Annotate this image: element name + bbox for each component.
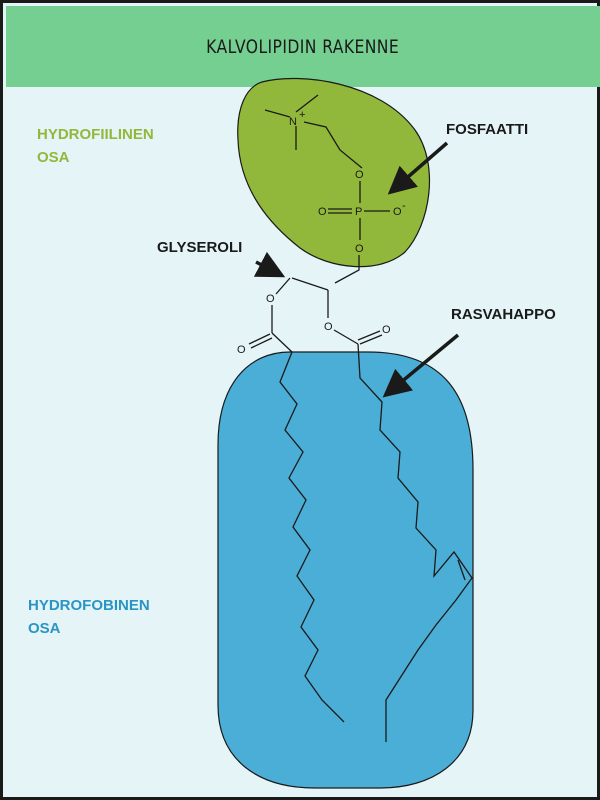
fatty-acid-label: RASVAHAPPO <box>451 306 556 323</box>
hydrophilic-label-line2: OSA <box>37 149 70 166</box>
ester-carbonyls <box>248 305 383 353</box>
carbonyl-oxygen-left: O <box>237 344 246 356</box>
hydrophilic-label: HYDROFIILINEN <box>37 126 154 143</box>
nitrogen-atom: N <box>289 116 297 128</box>
oxygen-atom-lower: O <box>355 243 364 255</box>
glycerol-label: GLYSEROLI <box>157 239 242 256</box>
glycerol-backbone <box>275 255 360 318</box>
cis-double-bond <box>457 559 466 581</box>
nitrogen-charge: + <box>299 109 305 121</box>
title-bar: KALVOLIPIDIN RAKENNE <box>6 6 600 87</box>
diagram-title: KALVOLIPIDIN RAKENNE <box>206 35 400 58</box>
unsaturated-fatty-acid-chain <box>357 343 473 742</box>
oxygen-atom-ester-right: O <box>324 321 333 333</box>
saturated-fatty-acid-chain <box>279 351 345 723</box>
phosphate-arrow <box>387 141 449 195</box>
hydrophobic-label: HYDROFOBINEN <box>28 597 150 614</box>
oxygen-atom-charged: O <box>393 206 402 218</box>
fatty-acid-arrow <box>382 333 460 398</box>
choline-group <box>264 94 363 169</box>
carbonyl-oxygen-right: O <box>382 324 391 336</box>
hydrophobic-label-line2: OSA <box>28 620 61 637</box>
oxygen-atom-double: O <box>318 206 327 218</box>
oxygen-atom-upper: O <box>355 169 364 181</box>
oxygen-charge: - <box>402 200 406 212</box>
phosphorus-atom: P <box>355 206 362 218</box>
oxygen-atom-ester-left: O <box>266 293 275 305</box>
phosphate-label: FOSFAATTI <box>446 121 528 138</box>
glycerol-arrow <box>253 251 286 278</box>
hydrophilic-region <box>237 77 431 268</box>
hydrophobic-region <box>217 351 474 789</box>
